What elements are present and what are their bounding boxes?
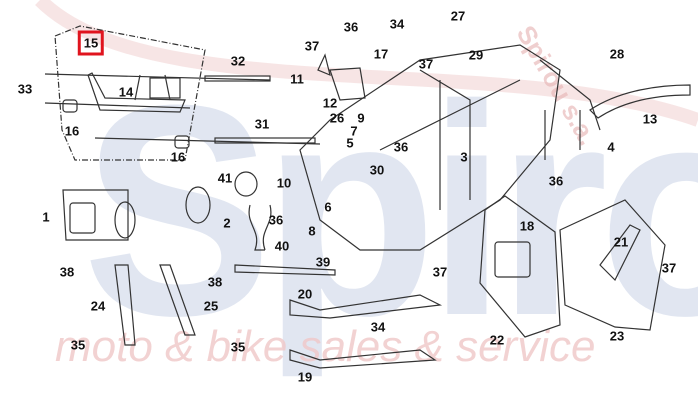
callout-39[interactable]: 39 <box>315 254 331 270</box>
callout-6[interactable]: 6 <box>324 199 332 215</box>
callout-36[interactable]: 36 <box>393 139 409 155</box>
callout-37[interactable]: 37 <box>432 264 448 280</box>
callout-5[interactable]: 5 <box>346 135 354 151</box>
callout-34[interactable]: 34 <box>370 319 386 335</box>
callout-38[interactable]: 38 <box>59 264 75 280</box>
callout-30[interactable]: 30 <box>369 162 385 178</box>
watermark-tagline: moto & bike sales & service <box>55 322 596 371</box>
callout-11[interactable]: 11 <box>290 71 304 87</box>
callout-28[interactable]: 28 <box>609 46 625 62</box>
callout-2[interactable]: 2 <box>223 215 231 231</box>
callout-17[interactable]: 17 <box>373 46 389 62</box>
callout-36[interactable]: 36 <box>548 173 564 189</box>
callout-24[interactable]: 24 <box>90 298 106 314</box>
callout-21[interactable]: 21 <box>613 234 629 250</box>
callout-7[interactable]: 7 <box>350 123 358 139</box>
callout-35[interactable]: 35 <box>230 339 246 355</box>
callout-38[interactable]: 38 <box>207 274 223 290</box>
callout-41[interactable]: 41 <box>217 170 233 186</box>
group-box-seat-bracket <box>54 25 206 161</box>
callout-13[interactable]: 13 <box>642 111 658 127</box>
callout-8[interactable]: 8 <box>308 223 316 239</box>
callout-9[interactable]: 9 <box>357 110 365 126</box>
callout-37[interactable]: 37 <box>304 38 320 54</box>
callout-33[interactable]: 33 <box>17 81 33 97</box>
callout-37[interactable]: 37 <box>661 260 677 276</box>
callout-35[interactable]: 35 <box>70 337 86 353</box>
callout-16[interactable]: 16 <box>170 149 186 165</box>
watermark-brand: Spirou <box>82 42 698 378</box>
callout-20[interactable]: 20 <box>297 286 313 302</box>
callout-34[interactable]: 34 <box>389 16 405 32</box>
callout-25[interactable]: 25 <box>203 298 219 314</box>
callout-40[interactable]: 40 <box>274 238 290 254</box>
callout-10[interactable]: 10 <box>276 175 292 191</box>
callout-32[interactable]: 32 <box>230 53 246 69</box>
callout-27[interactable]: 27 <box>450 8 466 24</box>
callout-16[interactable]: 16 <box>64 123 80 139</box>
callout-22[interactable]: 22 <box>489 332 505 348</box>
callout-14[interactable]: 14 <box>118 84 134 100</box>
callout-29[interactable]: 29 <box>468 47 484 63</box>
callout-19[interactable]: 19 <box>297 369 313 385</box>
callout-23[interactable]: 23 <box>609 328 625 344</box>
callout-15-highlighted[interactable]: 15 <box>77 30 105 56</box>
callout-36[interactable]: 36 <box>268 212 284 228</box>
callout-37[interactable]: 37 <box>418 56 434 72</box>
callout-4[interactable]: 4 <box>607 139 615 155</box>
callout-26[interactable]: 26 <box>329 110 345 126</box>
callout-12[interactable]: 12 <box>322 95 338 111</box>
callout-31[interactable]: 31 <box>254 116 270 132</box>
callout-18[interactable]: 18 <box>519 218 535 234</box>
callout-3[interactable]: 3 <box>460 149 468 165</box>
callout-36[interactable]: 36 <box>343 19 359 35</box>
callout-1[interactable]: 1 <box>42 209 50 225</box>
